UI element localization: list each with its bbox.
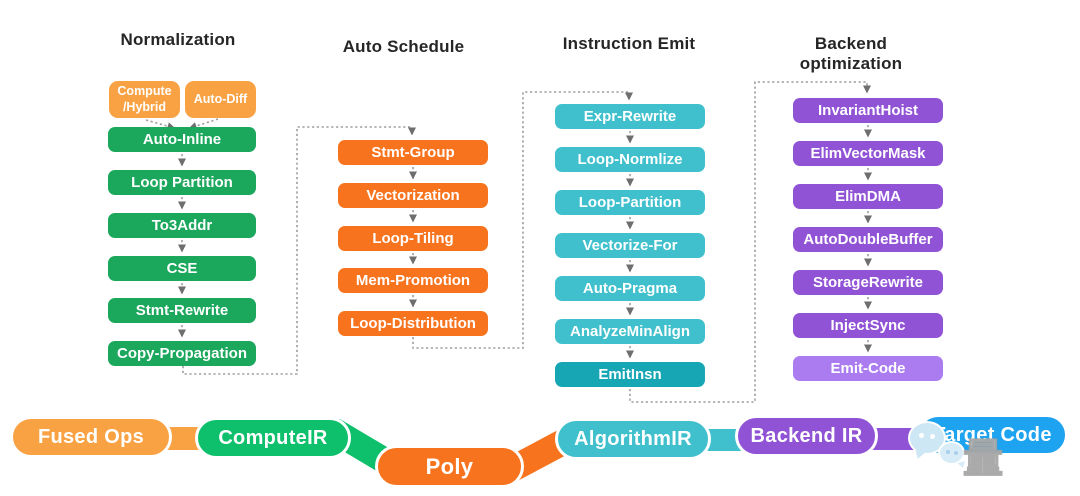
stage-box-emit-code: Emit-Code: [793, 356, 943, 381]
pipeline-pill-target-code: Target Code: [917, 414, 1068, 456]
stage-box-elimdma: ElimDMA: [793, 184, 943, 209]
input-box-compute-hybrid: Compute /Hybrid: [109, 81, 180, 118]
stage-box-injectsync: InjectSync: [793, 313, 943, 338]
stage-box-loop-normlize: Loop-Normlize: [555, 147, 705, 172]
input-box-auto-diff: Auto-Diff: [185, 81, 256, 118]
stage-box-mem-promotion: Mem-Promotion: [338, 268, 488, 293]
stage-box-emitinsn: EmitInsn: [555, 362, 705, 387]
stage-box-auto-pragma: Auto-Pragma: [555, 276, 705, 301]
pipeline-pill-computeir: ComputeIR: [195, 417, 351, 459]
stage-box-vectorization: Vectorization: [338, 183, 488, 208]
column-title-auto-schedule: Auto Schedule: [342, 37, 465, 56]
stage-box-loop-distribution: Loop-Distribution: [338, 311, 488, 336]
column-title-normalization: Normalization: [120, 30, 236, 49]
watermark-text: 量子位: [962, 436, 1005, 496]
stage-box-loop-partition-2: Loop-Partition: [555, 190, 705, 215]
stage-box-loop-partition-1: Loop Partition: [108, 170, 256, 195]
dotted-connectors: [145, 81, 872, 403]
stage-box-loop-tiling: Loop-Tiling: [338, 226, 488, 251]
stage-box-expr-rewrite: Expr-Rewrite: [555, 104, 705, 129]
stage-box-copy-propagation: Copy-Propagation: [108, 341, 256, 366]
pipeline-pill-algorithmir: AlgorithmIR: [555, 418, 711, 460]
stage-box-cse: CSE: [108, 256, 256, 281]
stage-box-vectorize-for: Vectorize-For: [555, 233, 705, 258]
stage-box-autodoublebuffer: AutoDoubleBuffer: [793, 227, 943, 252]
pipeline-pill-fused-ops: Fused Ops: [10, 416, 172, 458]
stage-box-stmt-group: Stmt-Group: [338, 140, 488, 165]
pipeline-pill-backend-ir: Backend IR: [735, 415, 878, 457]
wechat-icon-small-bubble: [938, 441, 965, 465]
stage-box-auto-inline: Auto-Inline: [108, 127, 256, 152]
column-title-backend-optimization: Backend optimization: [799, 34, 903, 73]
pipeline-pill-poly: Poly: [375, 445, 524, 488]
stage-box-elimvectormask: ElimVectorMask: [793, 141, 943, 166]
stage-box-stmt-rewrite: Stmt-Rewrite: [108, 298, 256, 323]
stage-box-invarianthoist: InvariantHoist: [793, 98, 943, 123]
column-title-instruction-emit: Instruction Emit: [562, 34, 696, 53]
stage-box-storagerewrite: StorageRewrite: [793, 270, 943, 295]
stage-box-analyzeminalign: AnalyzeMinAlign: [555, 319, 705, 344]
stage-box-to3addr: To3Addr: [108, 213, 256, 238]
